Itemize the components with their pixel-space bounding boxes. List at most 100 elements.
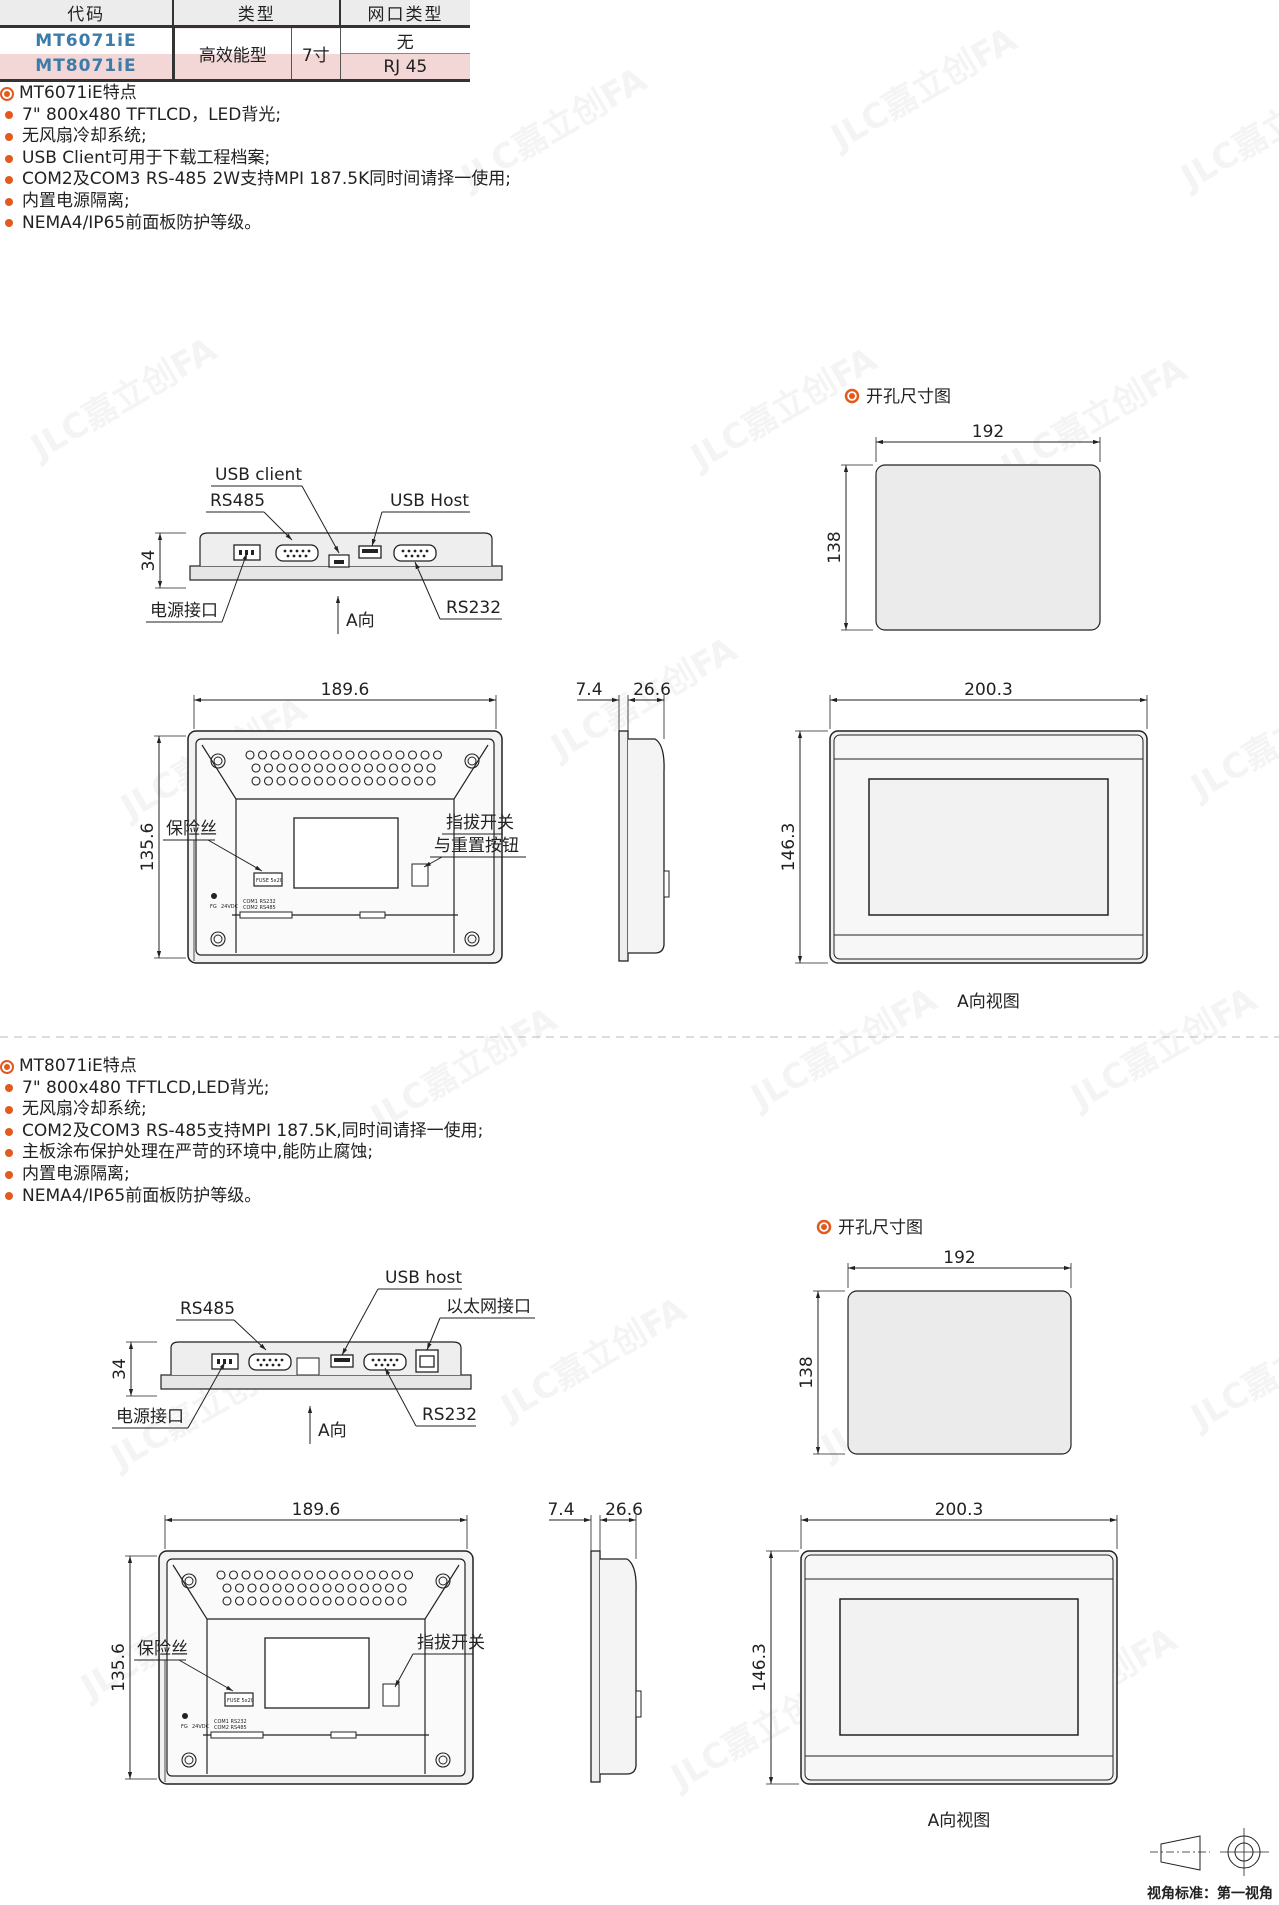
leader-line <box>426 1317 441 1351</box>
vent-hole <box>359 1596 370 1606</box>
feature-item: COM2及COM3 RS-485 2W支持MPI 187.5K同时间请择一使用; <box>22 169 511 190</box>
power-port-label: 电源接口 <box>150 601 218 621</box>
watermark-logo: JLC嘉立创FA <box>363 999 565 1138</box>
side-bezel <box>590 1550 601 1783</box>
leader-line <box>341 1288 379 1356</box>
size-cell: 7寸 <box>291 26 341 82</box>
pin <box>410 554 414 558</box>
cutout-width-label: 192 <box>943 1248 975 1268</box>
pin <box>223 1359 226 1364</box>
dip-switch-label: 指拔开关 <box>417 1633 485 1653</box>
vent-hole <box>284 1583 295 1593</box>
vent-hole <box>245 750 255 760</box>
vent-hole <box>272 1596 282 1606</box>
vent-hole <box>376 776 386 786</box>
side-depth-label: 26.6 <box>633 680 671 700</box>
bullet-icon <box>5 219 13 228</box>
rj45-port <box>415 1349 439 1373</box>
vent-hole <box>326 763 336 773</box>
vent-hole <box>432 750 443 760</box>
rs485-label: RS485 <box>210 491 265 511</box>
features-title: MT6071iE特点 <box>19 83 137 103</box>
rear-width-label: 189.6 <box>321 680 370 700</box>
type-cell: 高效能型 <box>173 26 292 82</box>
vent-hole <box>288 776 299 786</box>
pin <box>283 549 287 553</box>
front-height-label: 146.3 <box>779 823 799 872</box>
feature-item: 内置电源隔离; <box>22 190 130 211</box>
feature-item: NEMA4/IP65前面板防护等级。 <box>22 212 262 233</box>
screw-icon <box>435 1752 451 1768</box>
vent-hole <box>301 763 311 773</box>
bullet-icon <box>5 197 13 206</box>
vent-hole <box>276 776 286 786</box>
table-row: MT8071iE RJ 45 <box>0 53 470 82</box>
bullet-icon <box>5 1127 13 1136</box>
pin <box>395 1358 399 1362</box>
model-code: MT8071iE <box>0 53 175 82</box>
vent-hole <box>363 763 374 773</box>
target-bullet-icon <box>816 1219 832 1235</box>
pin <box>256 1358 260 1362</box>
vent-hole <box>253 1570 264 1580</box>
vent-hole <box>347 1596 357 1606</box>
fuse-label: 保险丝 <box>166 819 217 839</box>
reset-button-label: 与重置按钮 <box>434 836 519 856</box>
screw-inner <box>438 1576 448 1586</box>
usb-tongue <box>334 560 344 564</box>
view-standard-label: 视角标准：第一视角 <box>1147 1885 1273 1902</box>
features-mt8071ie: MT8071iE特点 7" 800x480 TFTLCD,LED背光; 无风扇冷… <box>0 1056 483 1207</box>
vent-hole <box>384 1583 395 1593</box>
pin <box>383 1358 387 1362</box>
vent-hole <box>347 1583 357 1593</box>
db9-connector <box>248 1353 292 1371</box>
vent-hole <box>413 776 424 786</box>
usb-host-label: USB Host <box>390 491 469 511</box>
pin <box>392 1363 396 1367</box>
vent-hole <box>320 750 330 760</box>
vent-hole <box>247 1596 257 1606</box>
pin <box>289 549 293 553</box>
feature-item: 内置电源隔离; <box>22 1163 130 1184</box>
leader-line <box>301 485 340 554</box>
pin <box>386 1363 390 1367</box>
vent-hole <box>388 776 399 786</box>
pin <box>286 554 290 558</box>
watermark-logo: JLC嘉立创FA <box>1183 1299 1279 1438</box>
vent-hole <box>251 763 261 773</box>
screw-icon <box>210 931 226 947</box>
dip-switch <box>382 1683 400 1707</box>
screw-icon <box>210 753 226 769</box>
bezel-rail <box>160 1374 472 1390</box>
rear-contour <box>172 1564 460 1774</box>
side-depth-label: 26.6 <box>605 1500 643 1520</box>
vent-hole <box>395 750 405 760</box>
model-spec-table: 代码 类型 网口类型 MT6071iE 高效能型 7寸 无 MT8071iE R… <box>0 0 470 82</box>
com1-text: COM1 RS232 <box>214 1719 247 1725</box>
pin <box>401 549 405 553</box>
usb-client-label: USB client <box>215 465 302 485</box>
front-width-label: 200.3 <box>964 680 1013 700</box>
vent-hole <box>297 1583 307 1593</box>
front-width-label: 200.3 <box>935 1500 984 1520</box>
vent-hole <box>322 1583 332 1593</box>
target-bullet-icon <box>0 86 14 101</box>
vent-hole <box>384 1596 395 1606</box>
vent-hole <box>420 750 430 760</box>
features-mt6071ie: MT6071iE特点 7" 800x480 TFTLCD，LED背光; 无风扇冷… <box>0 83 511 234</box>
bullet-icon <box>5 111 13 120</box>
bullet-icon <box>5 154 13 163</box>
vent-hole <box>295 750 305 760</box>
vent-hole <box>301 776 311 786</box>
cutout-panel <box>847 1290 1072 1455</box>
pin <box>307 549 311 553</box>
pin <box>217 1359 220 1364</box>
vent-hole <box>357 750 368 760</box>
bullet-icon <box>5 1105 13 1114</box>
vent-hole <box>382 750 393 760</box>
fuse-label: 保险丝 <box>137 1639 188 1659</box>
vent-hole <box>353 1570 364 1580</box>
table-header-row: 代码 类型 网口类型 <box>0 0 470 28</box>
bullet-icon <box>5 1170 13 1179</box>
